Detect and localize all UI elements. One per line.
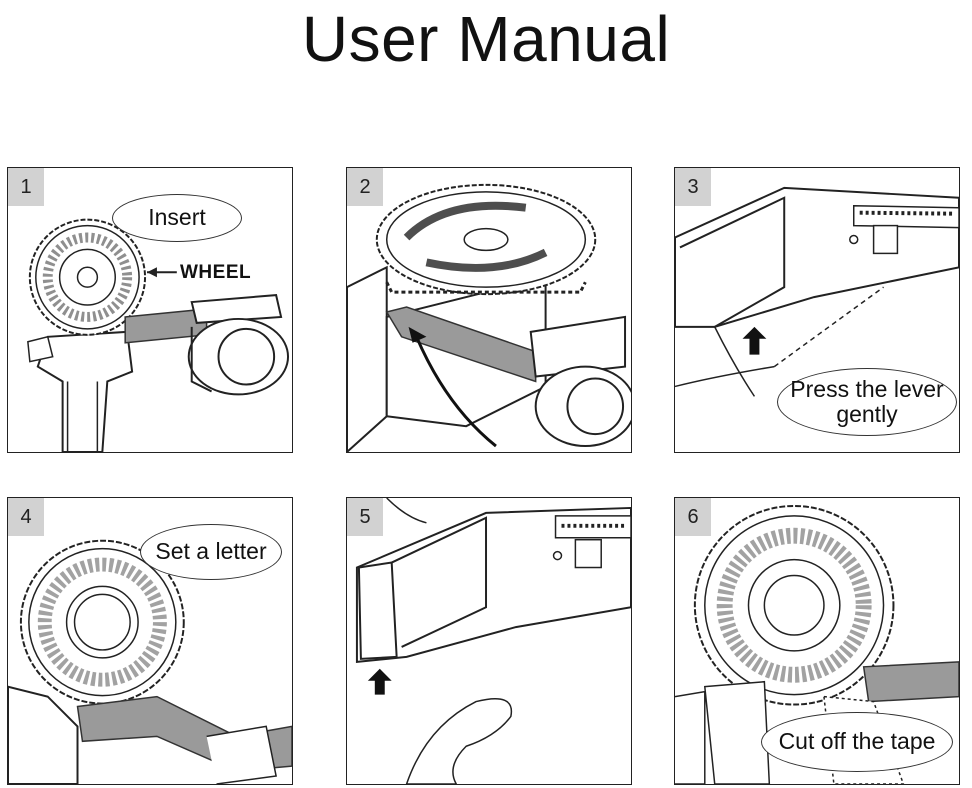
step-2-panel: 2 [346, 167, 632, 453]
step-number: 4 [8, 498, 44, 536]
step-3-panel: 3 Press the lever gently [674, 167, 960, 453]
step-5-panel: 5 [346, 497, 632, 785]
cut-tape-callout: Cut off the tape [761, 712, 953, 772]
step-1-illustration [27, 218, 290, 452]
press-lever-callout: Press the lever gently [777, 368, 957, 436]
step-6-panel: 6 Cut off the tape [674, 497, 960, 785]
step-5-illustration [355, 498, 631, 784]
step-3-illustration [675, 186, 959, 397]
step-4-illustration [8, 539, 292, 784]
insert-callout: Insert [112, 194, 242, 242]
step-number: 3 [675, 168, 711, 206]
callout-line-1: Press the lever [790, 375, 944, 402]
step-1-panel: 1 Insert WHEEL [7, 167, 293, 453]
step-number: 2 [347, 168, 383, 206]
wheel-label: WHEEL [180, 262, 252, 283]
step-number: 6 [675, 498, 711, 536]
callout-line-2: gently [836, 401, 898, 427]
set-letter-callout: Set a letter [140, 524, 282, 580]
step-2-illustration [347, 183, 631, 452]
page-title: User Manual [301, 3, 671, 75]
step-number: 5 [347, 498, 383, 536]
step-4-panel: 4 Set a letter [7, 497, 293, 785]
step-number: 1 [8, 168, 44, 206]
